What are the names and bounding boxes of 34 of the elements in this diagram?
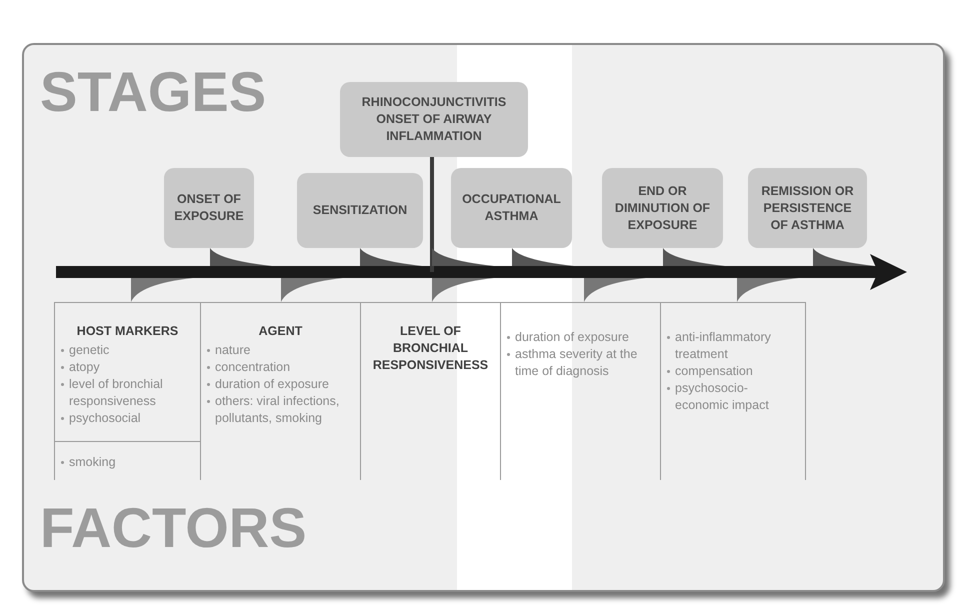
section-title: STAGES xyxy=(40,62,266,122)
factor-item: others: viral infections, pollutants, smoking xyxy=(215,393,340,427)
factor-heading: AGENT xyxy=(258,323,304,340)
factor-column xyxy=(500,302,660,480)
stage-label: ONSET OF EXPOSURE xyxy=(173,191,245,225)
stage-box xyxy=(297,173,423,248)
factor-item: genetic xyxy=(69,342,110,359)
factor-item: duration of exposure xyxy=(215,376,329,393)
stage-label: SENSITIZATION xyxy=(312,202,408,219)
factor-column xyxy=(200,302,360,480)
factor-item: nature xyxy=(215,342,250,359)
stage-label: REMISSION OR PERSISTENCE OF ASTHMA xyxy=(760,182,855,234)
factor-column xyxy=(54,302,200,480)
section-title: FACTORS xyxy=(40,498,307,558)
factor-item: smoking xyxy=(69,454,116,471)
factor-heading: LEVEL OF BRONCHIAL RESPONSIVENESS xyxy=(372,323,490,374)
stage-label: OCCUPATIONAL ASTHMA xyxy=(461,191,562,225)
stage-label: RHINOCONJUNCTIVITIS ONSET OF AIRWAY INFLAMMATION xyxy=(360,94,508,145)
stage-box xyxy=(602,168,723,248)
stage-box xyxy=(451,168,572,248)
factor-column xyxy=(660,302,806,480)
factor-item: atopy xyxy=(69,359,100,376)
factor-column xyxy=(360,302,500,480)
factor-heading: HOST MARKERS xyxy=(76,323,180,340)
factor-item: duration of exposure xyxy=(515,329,629,346)
stage-box xyxy=(748,168,867,248)
factor-item: concentration xyxy=(215,359,290,376)
factor-item: psychosocio-economic impact xyxy=(675,380,770,414)
stage-box xyxy=(164,168,254,248)
stage-box xyxy=(340,82,528,157)
stage-label: END OR DIMINUTION OF EXPOSURE xyxy=(614,182,712,234)
factor-item: asthma severity at the time of diagnosis xyxy=(515,346,638,380)
factor-item: compensation xyxy=(675,363,753,380)
factor-item: psychosocial xyxy=(69,410,141,427)
